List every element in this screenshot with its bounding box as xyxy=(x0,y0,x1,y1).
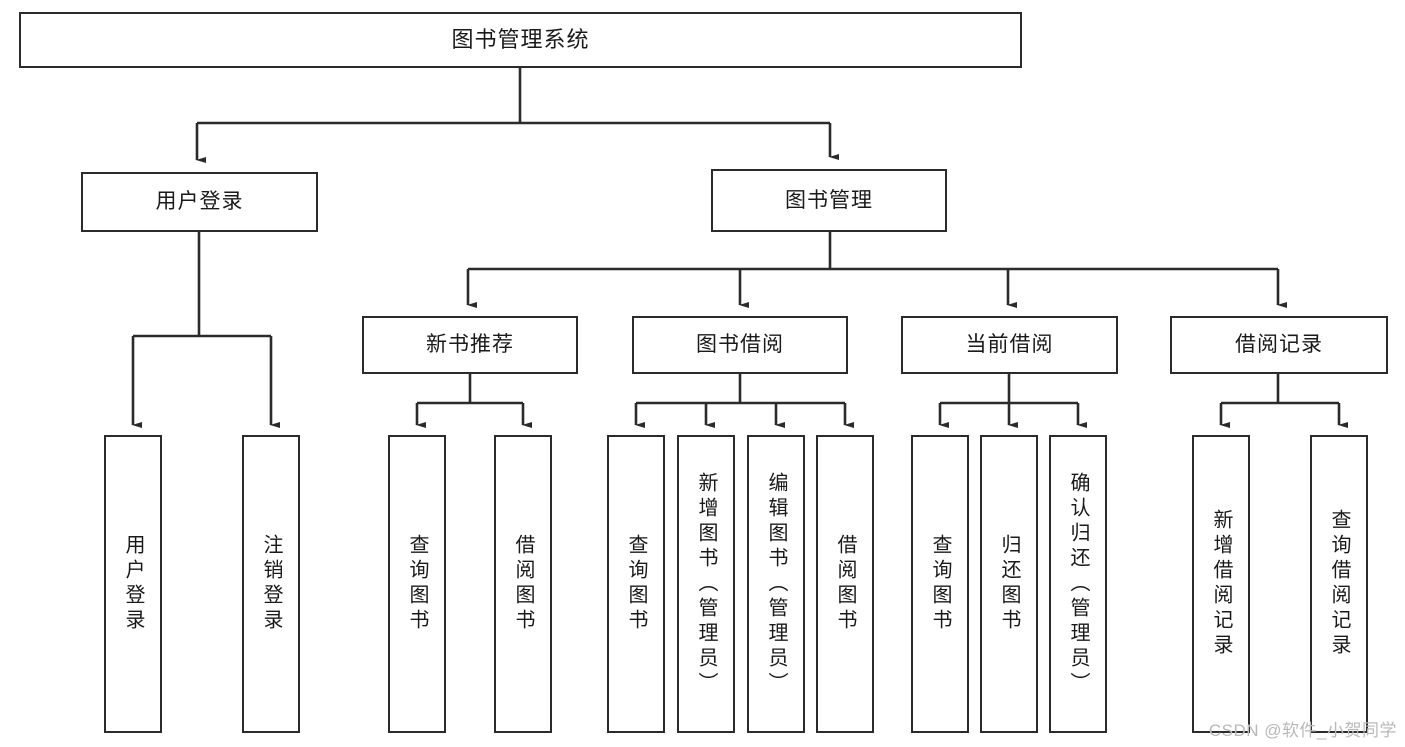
leaf-borrow-query-book[interactable]: 查询图书 xyxy=(607,435,665,733)
node-borrow-record[interactable]: 借阅记录 xyxy=(1170,316,1388,374)
leaf-current-confirm-return-admin[interactable]: 确认归还（管理员） xyxy=(1049,435,1107,733)
leaf-current-query-book[interactable]: 查询图书 xyxy=(911,435,969,733)
leaf-record-add-record[interactable]: 新增借阅记录 xyxy=(1192,435,1250,733)
leaf-record-query-record[interactable]: 查询借阅记录 xyxy=(1310,435,1368,733)
node-new-book-recommend[interactable]: 新书推荐 xyxy=(362,316,578,374)
node-current-borrow[interactable]: 当前借阅 xyxy=(901,316,1118,374)
leaf-borrow-add-book-admin[interactable]: 新增图书（管理员） xyxy=(677,435,735,733)
node-root-system[interactable]: 图书管理系统 xyxy=(19,12,1022,68)
node-book-borrow[interactable]: 图书借阅 xyxy=(632,316,848,374)
leaf-borrow-borrow-book[interactable]: 借阅图书 xyxy=(816,435,874,733)
leaf-borrow-edit-book-admin[interactable]: 编辑图书（管理员） xyxy=(747,435,805,733)
node-book-management[interactable]: 图书管理 xyxy=(711,169,947,232)
leaf-recommend-borrow-book[interactable]: 借阅图书 xyxy=(494,435,552,733)
leaf-user-login-login[interactable]: 用户登录 xyxy=(104,435,162,733)
leaf-recommend-query-book[interactable]: 查询图书 xyxy=(388,435,446,733)
node-user-login[interactable]: 用户登录 xyxy=(81,172,318,232)
leaf-current-return-book[interactable]: 归还图书 xyxy=(980,435,1038,733)
csdn-watermark: CSDN @软件_小贺同学 xyxy=(1208,721,1397,740)
leaf-user-login-logout[interactable]: 注销登录 xyxy=(242,435,300,733)
